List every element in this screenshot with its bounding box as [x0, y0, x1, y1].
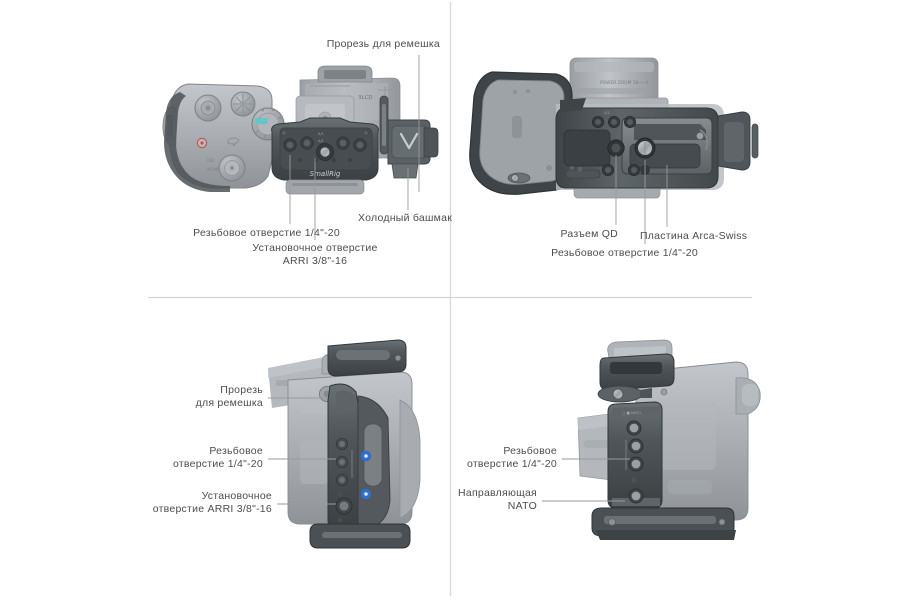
leader-lines-top-right	[615, 155, 668, 244]
cold-shoe-assembly	[387, 119, 439, 179]
label-arri-38-16-bottom-left: Установочное отверстие ARRI 3/8"-16	[152, 490, 272, 515]
leader-lines-bottom-left	[268, 397, 336, 505]
label-thread-14-20-top-right: Резьбовое отверстие 1/4"-20	[551, 247, 698, 259]
svg-text:A/1: A/1	[604, 111, 610, 115]
figure-top-view: 3LCD	[162, 55, 439, 240]
svg-text:POWER ZOOM 16——I: POWER ZOOM 16——I	[600, 80, 648, 86]
svg-text:3LCD: 3LCD	[358, 95, 373, 101]
svg-text:AF/MF: AF/MF	[207, 167, 220, 172]
label-thread-14-20-bottom-left: Резьбовое отверстие 1/4"-20	[173, 445, 263, 470]
label-strap-slot: Прорезь для ремешка	[326, 38, 440, 50]
cage-top-holes	[283, 136, 367, 163]
label-cold-shoe: Холодный башмак	[358, 212, 453, 224]
arca-swiss-plate-shape	[621, 117, 713, 175]
svg-text:2: 2	[264, 135, 266, 139]
brand-mark: SmallRig	[310, 170, 341, 178]
svg-text:A/1: A/1	[318, 139, 324, 143]
leader-lines-bottom-right	[542, 458, 630, 502]
divider-group	[148, 2, 752, 596]
cage-left-holes	[335, 437, 353, 523]
svg-text:3: 3	[256, 130, 258, 134]
label-thread-14-20-bottom-right: Резьбовое отверстие 1/4"-20	[467, 445, 557, 470]
cage-bottom-holes: A/1	[592, 111, 656, 176]
label-thread-14-20-top-left: Резьбовое отверстие 1/4"-20	[193, 227, 340, 239]
svg-text:A/1: A/1	[318, 132, 324, 136]
label-arri-38-16-top-left: Установочное отверстие ARRI 3/8"-16	[252, 242, 378, 267]
label-nato-rail: Направляющая NATO	[458, 487, 537, 512]
cage-right-holes	[625, 420, 644, 504]
label-strap-slot-bottom-left: Прорезь для ремешка	[195, 384, 263, 409]
figure-side-view-right: □ ■ NATO	[542, 339, 761, 540]
label-arca-swiss-plate: Пластина Arca-Swiss	[640, 230, 748, 242]
svg-text:A: A	[272, 108, 275, 112]
svg-text:□ ■ NATO: □ ■ NATO	[622, 411, 641, 415]
svg-text:P: P	[262, 109, 265, 113]
svg-text:S: S	[279, 116, 282, 120]
figure-side-view-left	[268, 339, 421, 549]
label-qd-socket: Разъем QD	[560, 228, 618, 240]
figure-bottom-view: POWER ZOOM 16——I E-mount	[469, 57, 759, 244]
leader-lines-top-left	[289, 55, 420, 240]
svg-text:ISO: ISO	[207, 158, 215, 163]
